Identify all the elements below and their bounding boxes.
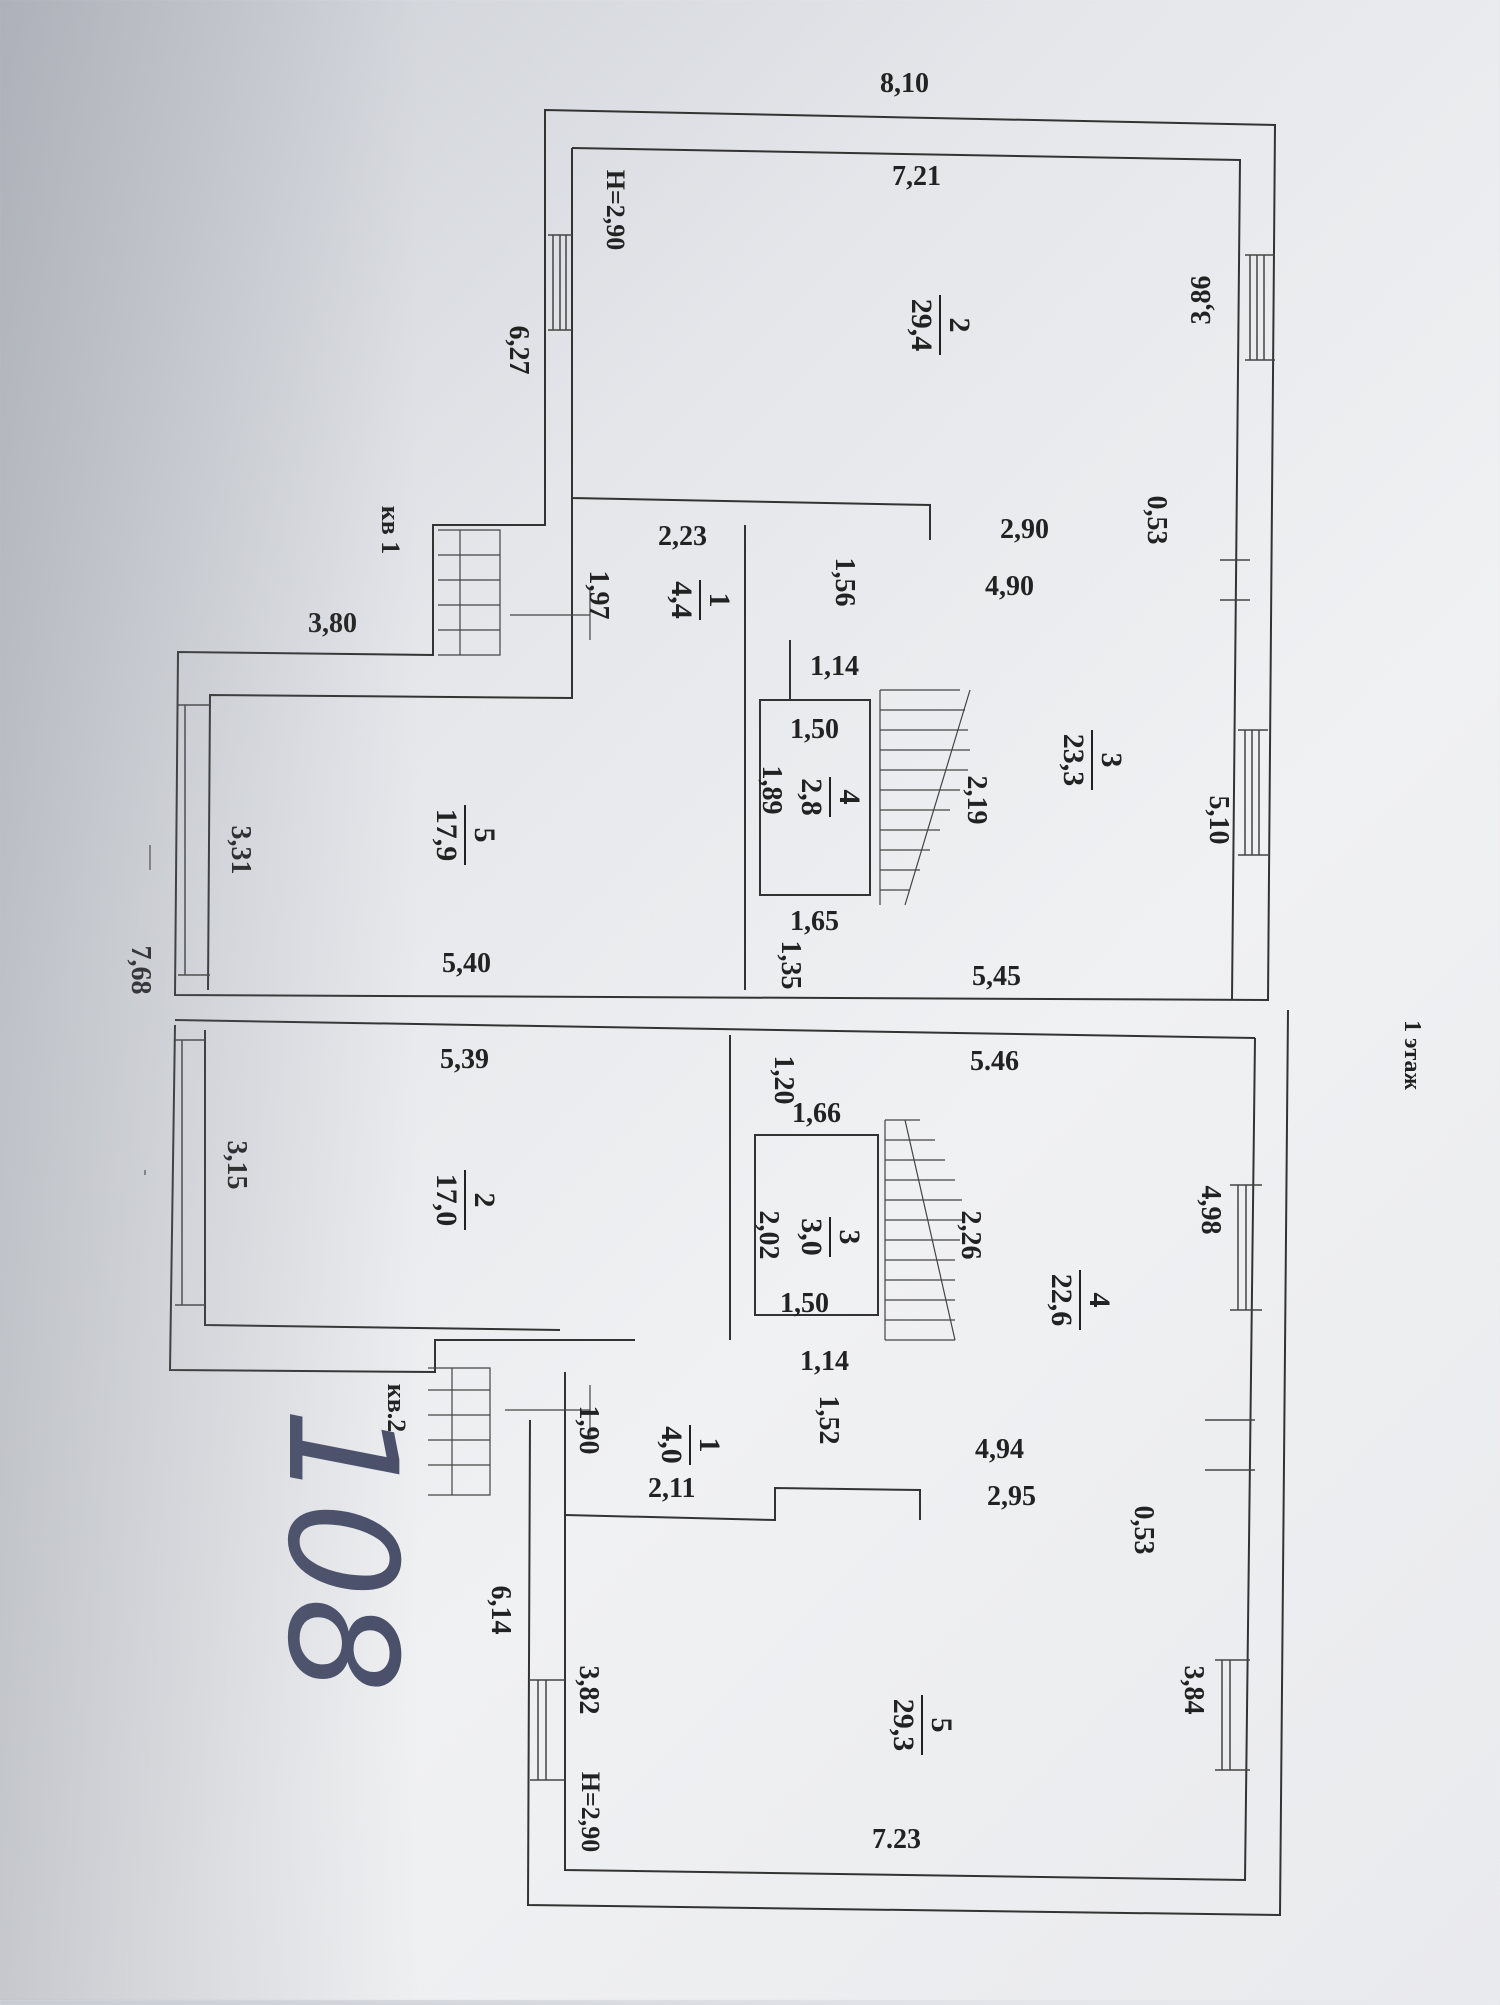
- kv2-room-1: 1 4,0: [655, 1425, 726, 1465]
- apartment-labels: кв 1 H=2,90 кв.2 H=2,90 1 этаж: [376, 170, 1425, 1853]
- floor-label: 1 этаж: [1399, 1020, 1425, 1090]
- dim-1-14-b: 1,14: [800, 1346, 849, 1377]
- kv2-height: H=2,90: [576, 1772, 605, 1853]
- dim-1-52: 1,52: [813, 1396, 844, 1445]
- handwritten-note: 108: [254, 1407, 428, 1693]
- kv1-height: H=2,90: [601, 170, 630, 251]
- dim-1-97: 1,97: [583, 571, 614, 620]
- dim-5-40: 5,40: [442, 948, 491, 979]
- svg-text:4: 4: [1083, 1293, 1116, 1308]
- svg-text:2,8: 2,8: [795, 778, 828, 816]
- kv1-outer-wall: [173, 108, 1277, 1002]
- stairs: [144, 529, 971, 1496]
- kv2-outer-wall: [564, 1037, 1256, 1882]
- dim-6-27: 6,27: [503, 326, 534, 375]
- dim-7-23: 7.23: [872, 1824, 921, 1855]
- dim-2-19: 2,19: [961, 776, 992, 825]
- party-wall: [174, 1019, 1256, 1039]
- dim-3-82: 3,82: [573, 1666, 604, 1715]
- dim-5-39: 5,39: [440, 1044, 489, 1075]
- dim-4-90: 4,90: [985, 571, 1034, 602]
- walls: [168, 108, 1289, 1917]
- dim-1-50-a: 1,50: [790, 714, 839, 745]
- dim-1-66: 1,66: [792, 1098, 841, 1129]
- dim-2-23: 2,23: [658, 521, 707, 552]
- dim-7-68: 7,68: [125, 946, 156, 995]
- dim-5-45: 5,45: [972, 961, 1021, 992]
- dim-4-98: 4,98: [1195, 1186, 1226, 1235]
- dim-5-46: 5.46: [970, 1046, 1019, 1077]
- dim-2-90: 2,90: [1000, 514, 1049, 545]
- kv1-inner-wall: [571, 147, 1242, 1001]
- svg-text:108: 108: [254, 1407, 428, 1693]
- dimension-labels: 8,10 7,21 3,86 6,27 0,53 2,90 4,90 2,23 …: [125, 68, 1234, 1855]
- svg-text:4,0: 4,0: [655, 1426, 688, 1464]
- kv1-left-rooms-wall: [207, 498, 573, 991]
- kv1-room-1: 1 4,4: [665, 580, 736, 620]
- svg-text:1: 1: [693, 1438, 726, 1453]
- dim-3-86: 3,86: [1186, 276, 1217, 325]
- room-labels: 1 4,4 2 29,4 3 23,3 4 2,8 5 17,9 1 4,0: [430, 295, 1128, 1755]
- dim-3-80: 3,80: [308, 608, 357, 639]
- svg-text:22,6: 22,6: [1045, 1274, 1078, 1327]
- svg-text:17,0: 17,0: [430, 1174, 463, 1227]
- dim-3-31: 3,31: [225, 826, 256, 875]
- svg-text:17,9: 17,9: [430, 809, 463, 862]
- dim-4-94: 4,94: [975, 1434, 1024, 1465]
- dim-7-21: 7,21: [892, 161, 941, 192]
- svg-text:5: 5: [925, 1718, 958, 1733]
- kv1-room-4: 4 2,8: [795, 777, 866, 817]
- kv2-room-4: 4 22,6: [1045, 1270, 1116, 1330]
- svg-text:4: 4: [833, 790, 866, 805]
- dim-0-53-b: 0,53: [1128, 1506, 1159, 1555]
- dim-3-15: 3,15: [221, 1141, 252, 1190]
- kv2-outer-wall-2: [526, 1009, 1289, 1917]
- svg-text:1: 1: [703, 593, 736, 608]
- room4-kv1-walls: [759, 699, 871, 896]
- dim-6-14: 6,14: [485, 1586, 516, 1635]
- svg-text:3: 3: [833, 1230, 866, 1245]
- kv1-label: кв 1: [376, 506, 405, 555]
- dim-1-14-a: 1,14: [810, 651, 859, 682]
- dim-1-50-b: 1,50: [780, 1288, 829, 1319]
- dim-1-56: 1,56: [829, 558, 860, 607]
- dim-3-84: 3,84: [1178, 1666, 1209, 1715]
- room2-wall: [571, 148, 931, 540]
- dim-2-02: 2,02: [753, 1211, 784, 1260]
- kv2-room2-wall: [168, 1024, 635, 1374]
- dim-2-26: 2,26: [955, 1211, 986, 1260]
- dim-2-11: 2,11: [648, 1473, 695, 1504]
- dim-2-95: 2,95: [987, 1481, 1036, 1512]
- dim-1-65: 1,65: [790, 906, 839, 937]
- svg-text:2: 2: [468, 1193, 501, 1208]
- svg-text:23,3: 23,3: [1057, 734, 1090, 787]
- svg-text:3: 3: [1095, 753, 1128, 768]
- dim-8-10: 8,10: [880, 68, 929, 99]
- svg-text:2: 2: [943, 318, 976, 333]
- kv1-room-3: 3 23,3: [1057, 730, 1128, 790]
- kv1-room-2: 2 29,4: [905, 295, 976, 355]
- svg-text:29,4: 29,4: [905, 299, 938, 352]
- dim-1-90: 1,90: [573, 1406, 604, 1455]
- svg-text:29,3: 29,3: [887, 1699, 920, 1752]
- svg-text:5: 5: [468, 828, 501, 843]
- kv2-room5-wall: [564, 1486, 921, 1522]
- kv2-room-2: 2 17,0: [430, 1170, 501, 1230]
- room3-kv2-walls: [754, 1134, 879, 1316]
- dim-5-10: 5,10: [1203, 796, 1234, 845]
- svg-text:3,0: 3,0: [795, 1218, 828, 1256]
- windows: [175, 234, 1275, 1781]
- dim-1-35: 1,35: [775, 941, 806, 990]
- kv2-label: кв.2: [382, 1384, 411, 1433]
- kv2-room-3: 3 3,0: [795, 1217, 866, 1257]
- dim-1-20: 1,20: [768, 1056, 799, 1105]
- kv1-room-5: 5 17,9: [430, 805, 501, 865]
- kv2-room-5: 5 29,3: [887, 1695, 958, 1755]
- dim-1-89: 1,89: [756, 766, 787, 815]
- dim-0-53-a: 0,53: [1141, 496, 1172, 545]
- svg-text:4,4: 4,4: [665, 581, 698, 619]
